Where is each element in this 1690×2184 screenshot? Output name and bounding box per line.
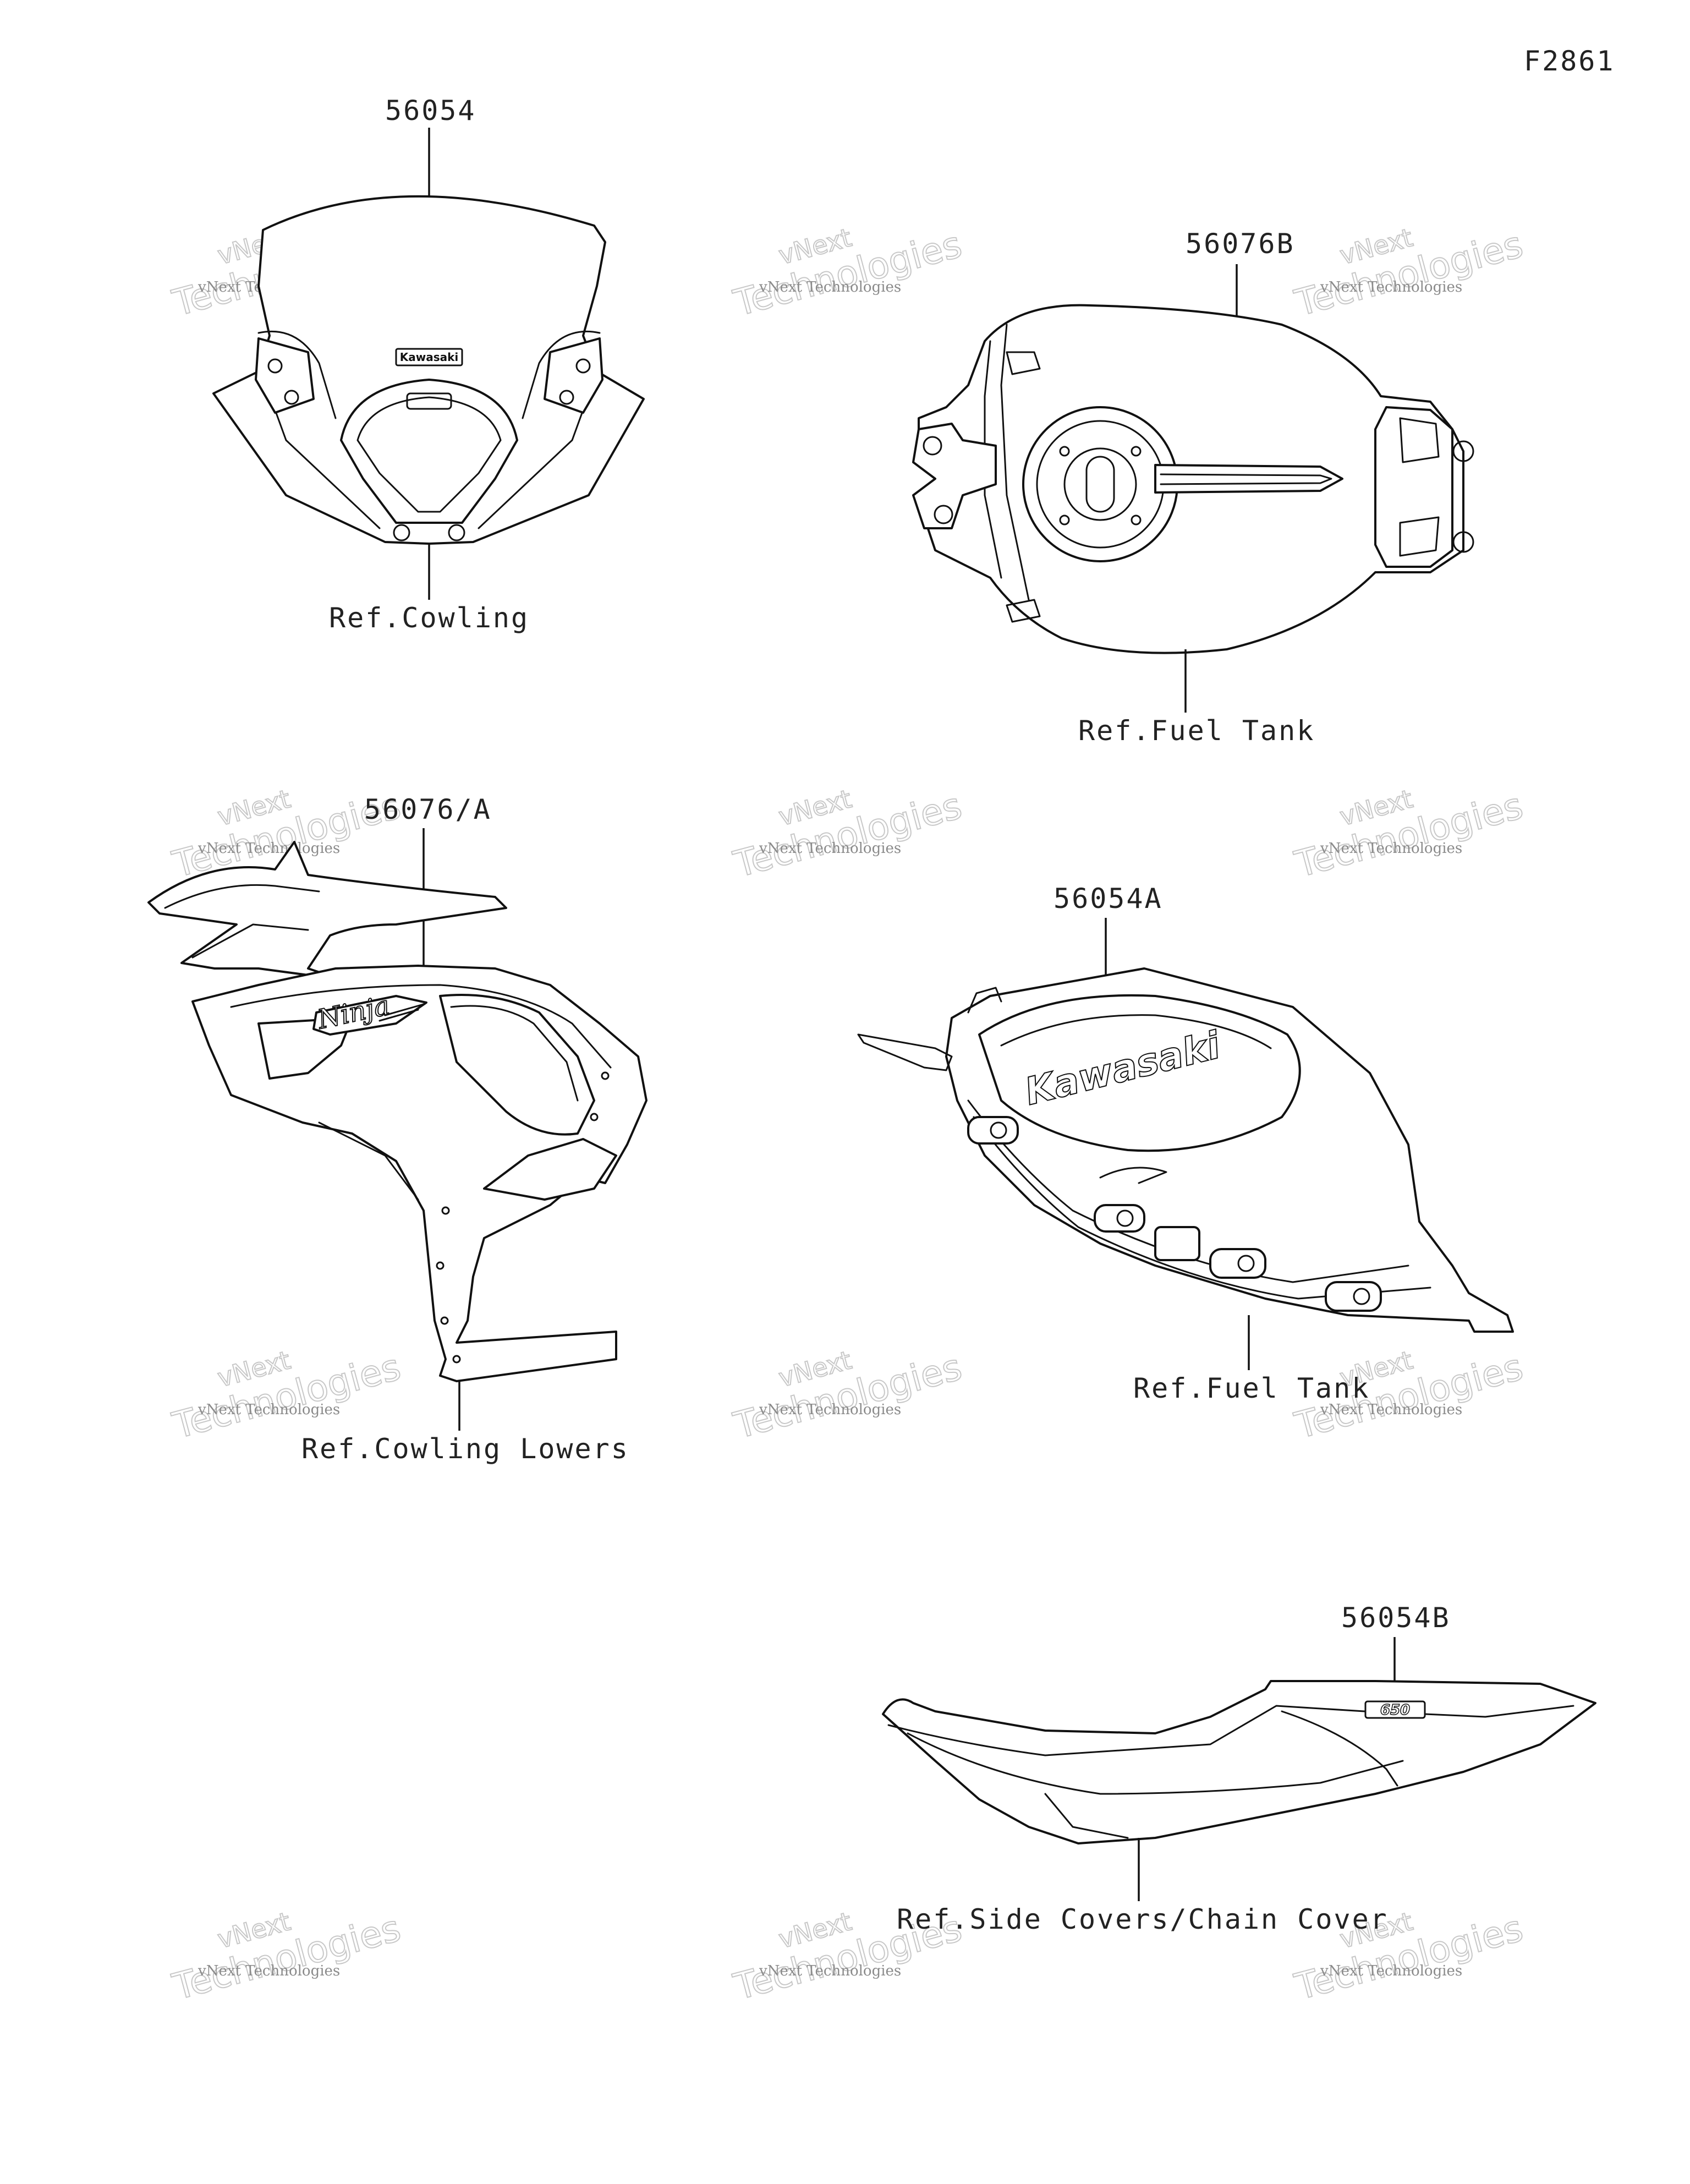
tail-cover-assembly: 56054B 650 Ref.Side Covers/Chain Cover bbox=[882, 1602, 1596, 1935]
svg-text:vNext Technologies: vNext Technologies bbox=[759, 1963, 901, 1979]
watermark: vNext Technologies vNext Technologies bbox=[1290, 1906, 1528, 2009]
tank-side-decal-panel bbox=[978, 994, 1301, 1152]
upper-fin bbox=[147, 841, 507, 981]
tank-front-bracket bbox=[912, 423, 997, 529]
windshield-outline bbox=[212, 195, 645, 545]
svg-text:vNext Technologies: vNext Technologies bbox=[759, 840, 901, 857]
ref-fuel-tank-side[interactable]: Ref.Fuel Tank bbox=[1133, 1372, 1370, 1404]
watermark: vNext Technologies vNext Technologies bbox=[729, 1906, 967, 2009]
tank-top-stripe-decal[interactable] bbox=[1154, 464, 1343, 494]
ref-fuel-tank-top[interactable]: Ref.Fuel Tank bbox=[1078, 715, 1315, 747]
fuel-tank-top-assembly: 56076B Ref.Fuel Tank bbox=[912, 228, 1474, 747]
side-cowling-assembly: 56076/A Ninja Ref.Cowling Lowers bbox=[147, 793, 648, 1465]
part-number-56054[interactable]: 56054 bbox=[385, 95, 476, 127]
part-number-56076B[interactable]: 56076B bbox=[1186, 228, 1295, 260]
windshield-decal-text: Kawasaki bbox=[400, 351, 459, 364]
right-mirror-mount bbox=[544, 337, 603, 414]
windshield-inner-opening bbox=[340, 379, 518, 524]
svg-text:vNext Technologies: vNext Technologies bbox=[197, 1963, 340, 1979]
svg-text:vNext Technologies: vNext Technologies bbox=[759, 279, 901, 295]
ref-cowling[interactable]: Ref.Cowling bbox=[329, 602, 529, 634]
part-number-56054B[interactable]: 56054B bbox=[1341, 1602, 1451, 1634]
ref-cowling-lowers[interactable]: Ref.Cowling Lowers bbox=[301, 1433, 629, 1465]
svg-text:vNext Technologies: vNext Technologies bbox=[1320, 279, 1462, 295]
windshield-assembly: 56054 Kawasaki Ref.Cowling bbox=[212, 95, 645, 634]
tail-cover-outline bbox=[882, 1680, 1596, 1844]
svg-text:vNext Technologies: vNext Technologies bbox=[1320, 1402, 1462, 1418]
svg-text:vNext Technologies: vNext Technologies bbox=[197, 840, 340, 857]
fuel-tank-side-assembly: 56054A Kawasaki Ref.Fuel Tank bbox=[857, 883, 1514, 1404]
watermark: vNext Technologies vNext Technologies bbox=[729, 1344, 967, 1448]
svg-text:vNext Technologies: vNext Technologies bbox=[1320, 840, 1462, 857]
watermark: vNext Technologies vNext Technologies bbox=[729, 222, 967, 325]
part-number-56054A[interactable]: 56054A bbox=[1053, 883, 1163, 915]
watermark: vNext Technologies vNext Technologies bbox=[1290, 222, 1528, 325]
svg-text:vNext Technologies: vNext Technologies bbox=[759, 1402, 901, 1418]
watermark: vNext Technologies vNext Technologies bbox=[168, 1906, 405, 2009]
svg-text:vNext Technologies: vNext Technologies bbox=[197, 1402, 340, 1418]
svg-text:vNext Technologies: vNext Technologies bbox=[1320, 1963, 1462, 1979]
tail-decal-text: 650 bbox=[1380, 1702, 1410, 1718]
ref-side-covers-chain-cover[interactable]: Ref.Side Covers/Chain Cover bbox=[897, 1903, 1389, 1935]
ninja-decal[interactable] bbox=[312, 995, 427, 1036]
left-mirror-mount bbox=[255, 337, 315, 414]
windshield-decal[interactable] bbox=[395, 348, 463, 366]
watermark: vNext Technologies vNext Technologies bbox=[729, 783, 967, 886]
watermark: vNext Technologies vNext Technologies bbox=[1290, 783, 1528, 886]
figure-code: F2861 bbox=[1524, 45, 1615, 77]
part-number-56076A[interactable]: 56076/A bbox=[364, 793, 492, 825]
tail-650-decal[interactable] bbox=[1364, 1700, 1426, 1719]
